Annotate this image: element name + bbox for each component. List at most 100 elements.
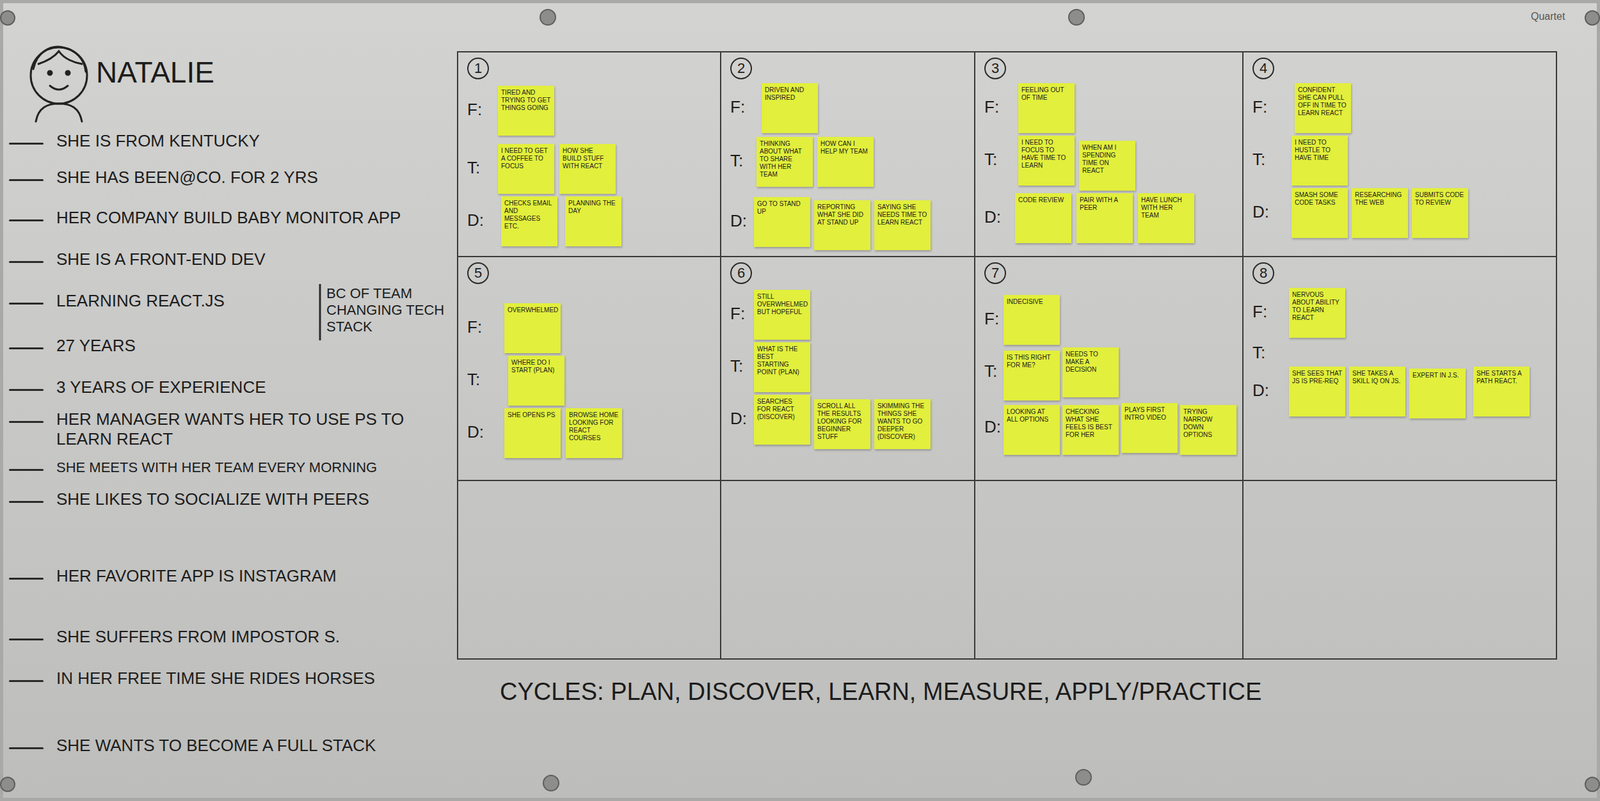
persona-fact: SHE MEETS WITH HER TEAM EVERY MORNING <box>56 459 447 477</box>
sticky-note: DRIVEN AND INSPIRED <box>761 83 818 134</box>
mount-screws <box>0 9 1600 792</box>
note-text: OVERWHELMED <box>507 306 558 315</box>
list-dash <box>8 179 44 182</box>
sticky-note: I NEED TO FOCUS TO HAVE TIME TO LEARN <box>1018 135 1075 186</box>
sticky-note: OVERWHELMED <box>504 303 561 354</box>
stage-number: 4 <box>1252 57 1275 80</box>
note-text: IS THIS RIGHT FOR ME? <box>1006 353 1057 370</box>
sticky-note: SMASH SOME CODE TASKS <box>1291 188 1348 239</box>
note-text: REPORTING WHAT SHE DID AT STAND UP <box>817 203 868 227</box>
persona-fact: IN HER FREE TIME SHE RIDES HORSES <box>56 668 447 689</box>
note-text: SHE STARTS A PATH REACT. <box>1476 369 1527 386</box>
sticky-note: HAVE LUNCH WITH HER TEAM <box>1137 193 1195 244</box>
sticky-note: SHE SEES THAT JS IS PRE-REQ <box>1288 366 1346 417</box>
sticky-note: SEARCHES FOR REACT (DISCOVER) <box>753 394 811 445</box>
note-text: SMASH SOME CODE TASKS <box>1294 191 1345 207</box>
list-dash <box>8 261 44 264</box>
row-label: T: <box>984 149 998 169</box>
row-label: D: <box>984 207 1001 227</box>
persona-fact: SHE IS A FRONT-END DEV <box>56 249 447 270</box>
sticky-note: INDECISIVE <box>1003 295 1060 345</box>
note-text: DRIVEN AND INSPIRED <box>764 86 815 102</box>
note-text: WHERE DO I START (PLAN) <box>511 359 562 375</box>
sticky-note: BROWSE HOME LOOKING FOR REACT COURSES <box>565 408 623 459</box>
sticky-note: PAIR WITH A PEER <box>1076 193 1133 244</box>
sticky-note: RESEARCHING THE WEB <box>1351 188 1408 239</box>
sticky-note: LOOKING AT ALL OPTIONS <box>1003 405 1060 456</box>
row-label: T: <box>984 361 998 381</box>
sticky-note: STILL OVERWHELMED BUT HOPEFUL <box>753 289 811 340</box>
note-text: CHECKS EMAIL AND MESSAGES ETC. <box>504 199 555 231</box>
stage-cell: 8F:T:D:NERVOUS ABOUT ABILITY TO LEARN RE… <box>1242 256 1558 482</box>
note-text: HAVE LUNCH WITH HER TEAM <box>1141 196 1192 220</box>
note-text: TIRED AND TRYING TO GET THINGS GOING <box>501 88 552 112</box>
note-text: SEARCHES FOR REACT (DISCOVER) <box>757 398 808 422</box>
list-dash <box>8 747 44 750</box>
note-text: RESEARCHING THE WEB <box>1354 191 1405 207</box>
sticky-note: GO TO STAND UP <box>753 197 811 248</box>
persona-fact: LEARNING REACT.JS <box>56 291 313 312</box>
stage-cell: 7F:T:D:INDECISIVEIS THIS RIGHT FOR ME?NE… <box>974 256 1244 482</box>
note-text: TRYING NARROW DOWN OPTIONS <box>1183 408 1234 440</box>
stage-number: 5 <box>467 262 489 285</box>
row-label: F: <box>730 304 745 324</box>
note-text: NEEDS TO MAKE A DECISION <box>1065 350 1116 374</box>
note-text: SHE SEES THAT JS IS PRE-REQ <box>1292 369 1343 386</box>
sticky-note: SUBMITS CODE TO REVIEW <box>1411 188 1469 239</box>
list-dash <box>8 347 44 350</box>
row-label: F: <box>1252 302 1268 322</box>
stage-number: 3 <box>984 57 1007 80</box>
note-text: PLANNING THE DAY <box>568 199 619 216</box>
sticky-note: SHE TAKES A SKILL IQ ON JS. <box>1349 366 1406 417</box>
list-dash <box>8 469 44 472</box>
note-text: CONFIDENT SHE CAN PULL OFF IN TIME TO LE… <box>1297 86 1348 118</box>
note-text: EXPERT IN J.S. <box>1412 371 1463 380</box>
sticky-note: THINKING ABOUT WHAT TO SHARE WITH HER TE… <box>756 136 813 187</box>
note-text: GO TO STAND UP <box>757 200 808 216</box>
stage-number: 8 <box>1252 262 1275 285</box>
list-dash <box>8 219 44 222</box>
stage-number: 1 <box>467 57 489 80</box>
note-text: LOOKING AT ALL OPTIONS <box>1006 408 1057 424</box>
sticky-note: HOW SHE BUILD STUFF WITH REACT <box>559 144 616 194</box>
note-text: SAYING SHE NEEDS TIME TO LEARN REACT <box>877 203 928 227</box>
row-label: D: <box>1252 380 1270 400</box>
note-text: PAIR WITH A PEER <box>1079 196 1130 212</box>
list-dash <box>8 638 44 641</box>
stage-cell: 2F:T:D:DRIVEN AND INSPIREDTHINKING ABOUT… <box>720 51 976 258</box>
note-bracket <box>319 284 322 341</box>
stage-cell: 3F:T:D:FEELING OUT OF TIMEI NEED TO FOCU… <box>974 51 1244 258</box>
note-text: CODE REVIEW <box>1018 196 1069 205</box>
sticky-note: TRYING NARROW DOWN OPTIONS <box>1180 405 1237 456</box>
note-text: CHECKING WHAT SHE FEELS IS BEST FOR HER <box>1065 408 1116 440</box>
row-label: T: <box>730 151 744 171</box>
persona-fact: SHE HAS BEEN@CO. FOR 2 YRS <box>56 167 447 188</box>
sticky-note: CHECKING WHAT SHE FEELS IS BEST FOR HER <box>1062 405 1119 456</box>
row-label: D: <box>1252 202 1270 222</box>
sticky-note: TIRED AND TRYING TO GET THINGS GOING <box>497 85 555 136</box>
note-text: I NEED TO FOCUS TO HAVE TIME TO LEARN <box>1021 138 1072 170</box>
sticky-note: CHECKS EMAIL AND MESSAGES ETC. <box>501 196 558 247</box>
stage-number: 7 <box>984 262 1007 285</box>
sticky-note: I NEED TO GET A COFFEE TO FOCUS <box>497 144 555 194</box>
sticky-note: FEELING OUT OF TIME <box>1018 83 1075 134</box>
sticky-note: EXPERT IN J.S. <box>1409 368 1466 419</box>
stage-number: 6 <box>730 262 752 285</box>
row-label: F: <box>730 97 745 117</box>
persona-name: NATALIE <box>96 55 215 90</box>
persona-fact: HER COMPANY BUILD BABY MONITOR APP <box>56 208 447 228</box>
note-text: WHEN AM I SPENDING TIME ON REACT <box>1082 144 1133 175</box>
sticky-note: IS THIS RIGHT FOR ME? <box>1003 350 1060 401</box>
sticky-note: WHAT IS THE BEST STARTING POINT (PLAN) <box>753 342 811 393</box>
list-dash <box>8 389 44 392</box>
list-dash <box>8 577 44 580</box>
stage-number: 2 <box>730 57 752 80</box>
list-dash <box>8 421 44 424</box>
persona-fact: HER MANAGER WANTS HER TO USE PS TO LEARN… <box>56 409 447 450</box>
list-dash <box>8 680 44 683</box>
note-text: SKIMMING THE THINGS SHE WANTS TO GO DEEP… <box>877 402 928 441</box>
row-label: F: <box>984 309 1000 329</box>
empty-grid-row <box>456 481 1558 660</box>
sticky-note: SAYING SHE NEEDS TIME TO LEARN REACT <box>874 200 931 251</box>
stage-cell: 6F:T:D:STILL OVERWHELMED BUT HOPEFULWHAT… <box>720 256 976 482</box>
